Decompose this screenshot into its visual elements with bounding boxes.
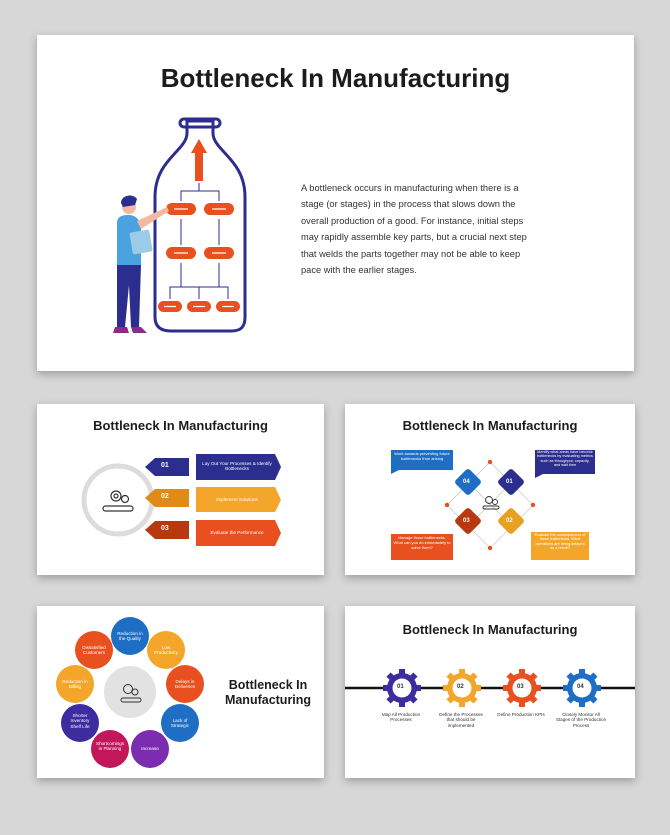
gear-timeline xyxy=(345,669,635,707)
node-01 xyxy=(498,469,524,495)
slide-gear-timeline[interactable]: Bottleneck In Manufacturing 01 02 03 04 … xyxy=(345,606,635,778)
gear-conveyor-icon xyxy=(102,490,134,512)
slide-main[interactable]: Bottleneck In Manufacturing xyxy=(37,35,634,371)
gear-step-text: Define Production KPIs xyxy=(497,712,545,717)
slide-body-text: A bottleneck occurs in manufacturing whe… xyxy=(301,183,527,276)
step-arrow-01 xyxy=(145,458,189,476)
step-number: 01 xyxy=(161,462,169,469)
slide-title: Bottleneck In Manufacturing xyxy=(402,418,578,433)
callout-text: Manage those bottlenecks. What can you d… xyxy=(393,535,451,550)
steps-diagram xyxy=(81,454,281,546)
callout-02 xyxy=(531,532,589,560)
node-02 xyxy=(498,508,524,534)
callout-01 xyxy=(535,450,595,478)
node-number: 02 xyxy=(506,518,513,524)
bubble-diagram xyxy=(56,617,204,768)
step-number: 02 xyxy=(161,493,169,500)
person-illustration xyxy=(113,195,169,333)
bubble xyxy=(161,704,199,742)
gear-step-text: Map All Production Processes xyxy=(381,712,421,723)
callout-text: Work towards preventing future bottlenec… xyxy=(394,451,450,461)
step-text: Lay Out Your Processes & Identify Bottle… xyxy=(202,461,272,472)
bubble-text: Increase xyxy=(141,746,159,751)
bubble xyxy=(61,704,99,742)
slide-title: Bottleneck In Manufacturing xyxy=(402,622,578,637)
bubble-text: Reduction in the Quality xyxy=(117,631,143,642)
slide-title: Bottleneck In Manufacturing xyxy=(93,418,268,433)
bottle-illustration xyxy=(113,117,247,333)
bubble-text: Dissatisfied Customers xyxy=(82,645,106,656)
bottle-cap xyxy=(178,117,222,129)
bubble-text: Shorter Inventory Shelf Life xyxy=(70,713,90,729)
bubble-text: Lack of Strategic xyxy=(170,718,190,729)
slide-bubbles[interactable]: Reduction in the Quality Low Productivit… xyxy=(37,606,324,778)
slide-steps[interactable]: Bottleneck In Manufacturing 01 02 03 Lay… xyxy=(37,404,324,575)
lattice-lines xyxy=(446,461,534,549)
gear-step-text: Closely Monitor All Stages of the Produc… xyxy=(555,712,607,728)
gear-number: 03 xyxy=(517,684,524,690)
bubble-text: Delays in Deliveries xyxy=(174,679,196,690)
node-number: 04 xyxy=(463,479,470,485)
bubble xyxy=(147,631,185,669)
slide-title-line1: Bottleneck In xyxy=(228,678,308,692)
step-box-02 xyxy=(196,487,281,512)
gear-conveyor-icon xyxy=(120,684,142,703)
bubble-text: Shortcomings in Planning xyxy=(96,741,125,752)
node-number: 01 xyxy=(506,479,513,485)
step-box-01 xyxy=(196,454,281,480)
lattice-dots xyxy=(444,459,536,551)
bubble-text: Low Productivity xyxy=(154,645,178,656)
gear-conveyor-icon xyxy=(482,496,500,510)
step-arrow-02 xyxy=(145,489,189,507)
slide-diamond-cycle[interactable]: Bottleneck In Manufacturing 04 01 03 02 … xyxy=(345,404,635,575)
node-04 xyxy=(455,469,481,495)
step-text: Implement Solutions xyxy=(216,497,258,502)
bubble xyxy=(131,730,169,768)
step-box-03 xyxy=(196,520,281,546)
callout-text: Identify what areas have become bottlene… xyxy=(537,450,593,468)
callout-text: Evaluate the consequences of those bottl… xyxy=(534,533,586,551)
step-number: 03 xyxy=(161,525,169,532)
center-circle xyxy=(104,666,156,718)
gear-number: 02 xyxy=(457,684,464,690)
bottle-outline xyxy=(153,119,247,333)
bubble xyxy=(111,617,149,655)
callout-04 xyxy=(391,450,453,474)
callout-03 xyxy=(391,534,453,560)
bubble-text: Reduction in Billing xyxy=(62,679,88,690)
gear-number: 01 xyxy=(397,684,404,690)
bubble xyxy=(56,665,94,703)
slide-title: Bottleneck In Manufacturing xyxy=(160,63,511,93)
slide-title-line2: Manufacturing xyxy=(224,693,312,707)
bubble xyxy=(91,730,129,768)
step-arrow-03 xyxy=(145,521,189,539)
step-text: Evaluate the Performance xyxy=(210,530,264,535)
gear-number: 04 xyxy=(577,684,584,690)
bubble xyxy=(166,665,204,703)
bubble xyxy=(75,631,113,669)
gear-step-text: Define the Processes that should be impl… xyxy=(439,712,483,728)
node-03 xyxy=(455,508,481,534)
diamond-diagram xyxy=(391,450,595,560)
node-number: 03 xyxy=(463,518,470,524)
up-arrow-icon xyxy=(191,139,207,181)
